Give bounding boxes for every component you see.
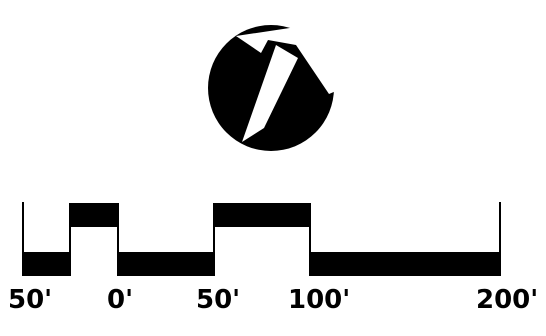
scale-label-50-left: 50' (8, 285, 53, 315)
scale-bar-segment-3 (118, 252, 214, 276)
north-arrow-shaft (242, 45, 298, 142)
scale-label-0: 0' (107, 285, 134, 315)
north-arrow-head (236, 26, 350, 94)
scale-bar-icon (22, 202, 501, 276)
scale-bar-segment-5 (310, 252, 500, 276)
scale-bar-segment-2 (70, 203, 118, 227)
scale-label-200: 200' (476, 285, 539, 315)
scale-bar-segment-1 (23, 252, 70, 276)
scale-label-100: 100' (288, 285, 351, 315)
north-arrow-icon (208, 25, 350, 151)
scale-bar-segment-4 (214, 203, 310, 227)
scale-label-50: 50' (196, 285, 241, 315)
